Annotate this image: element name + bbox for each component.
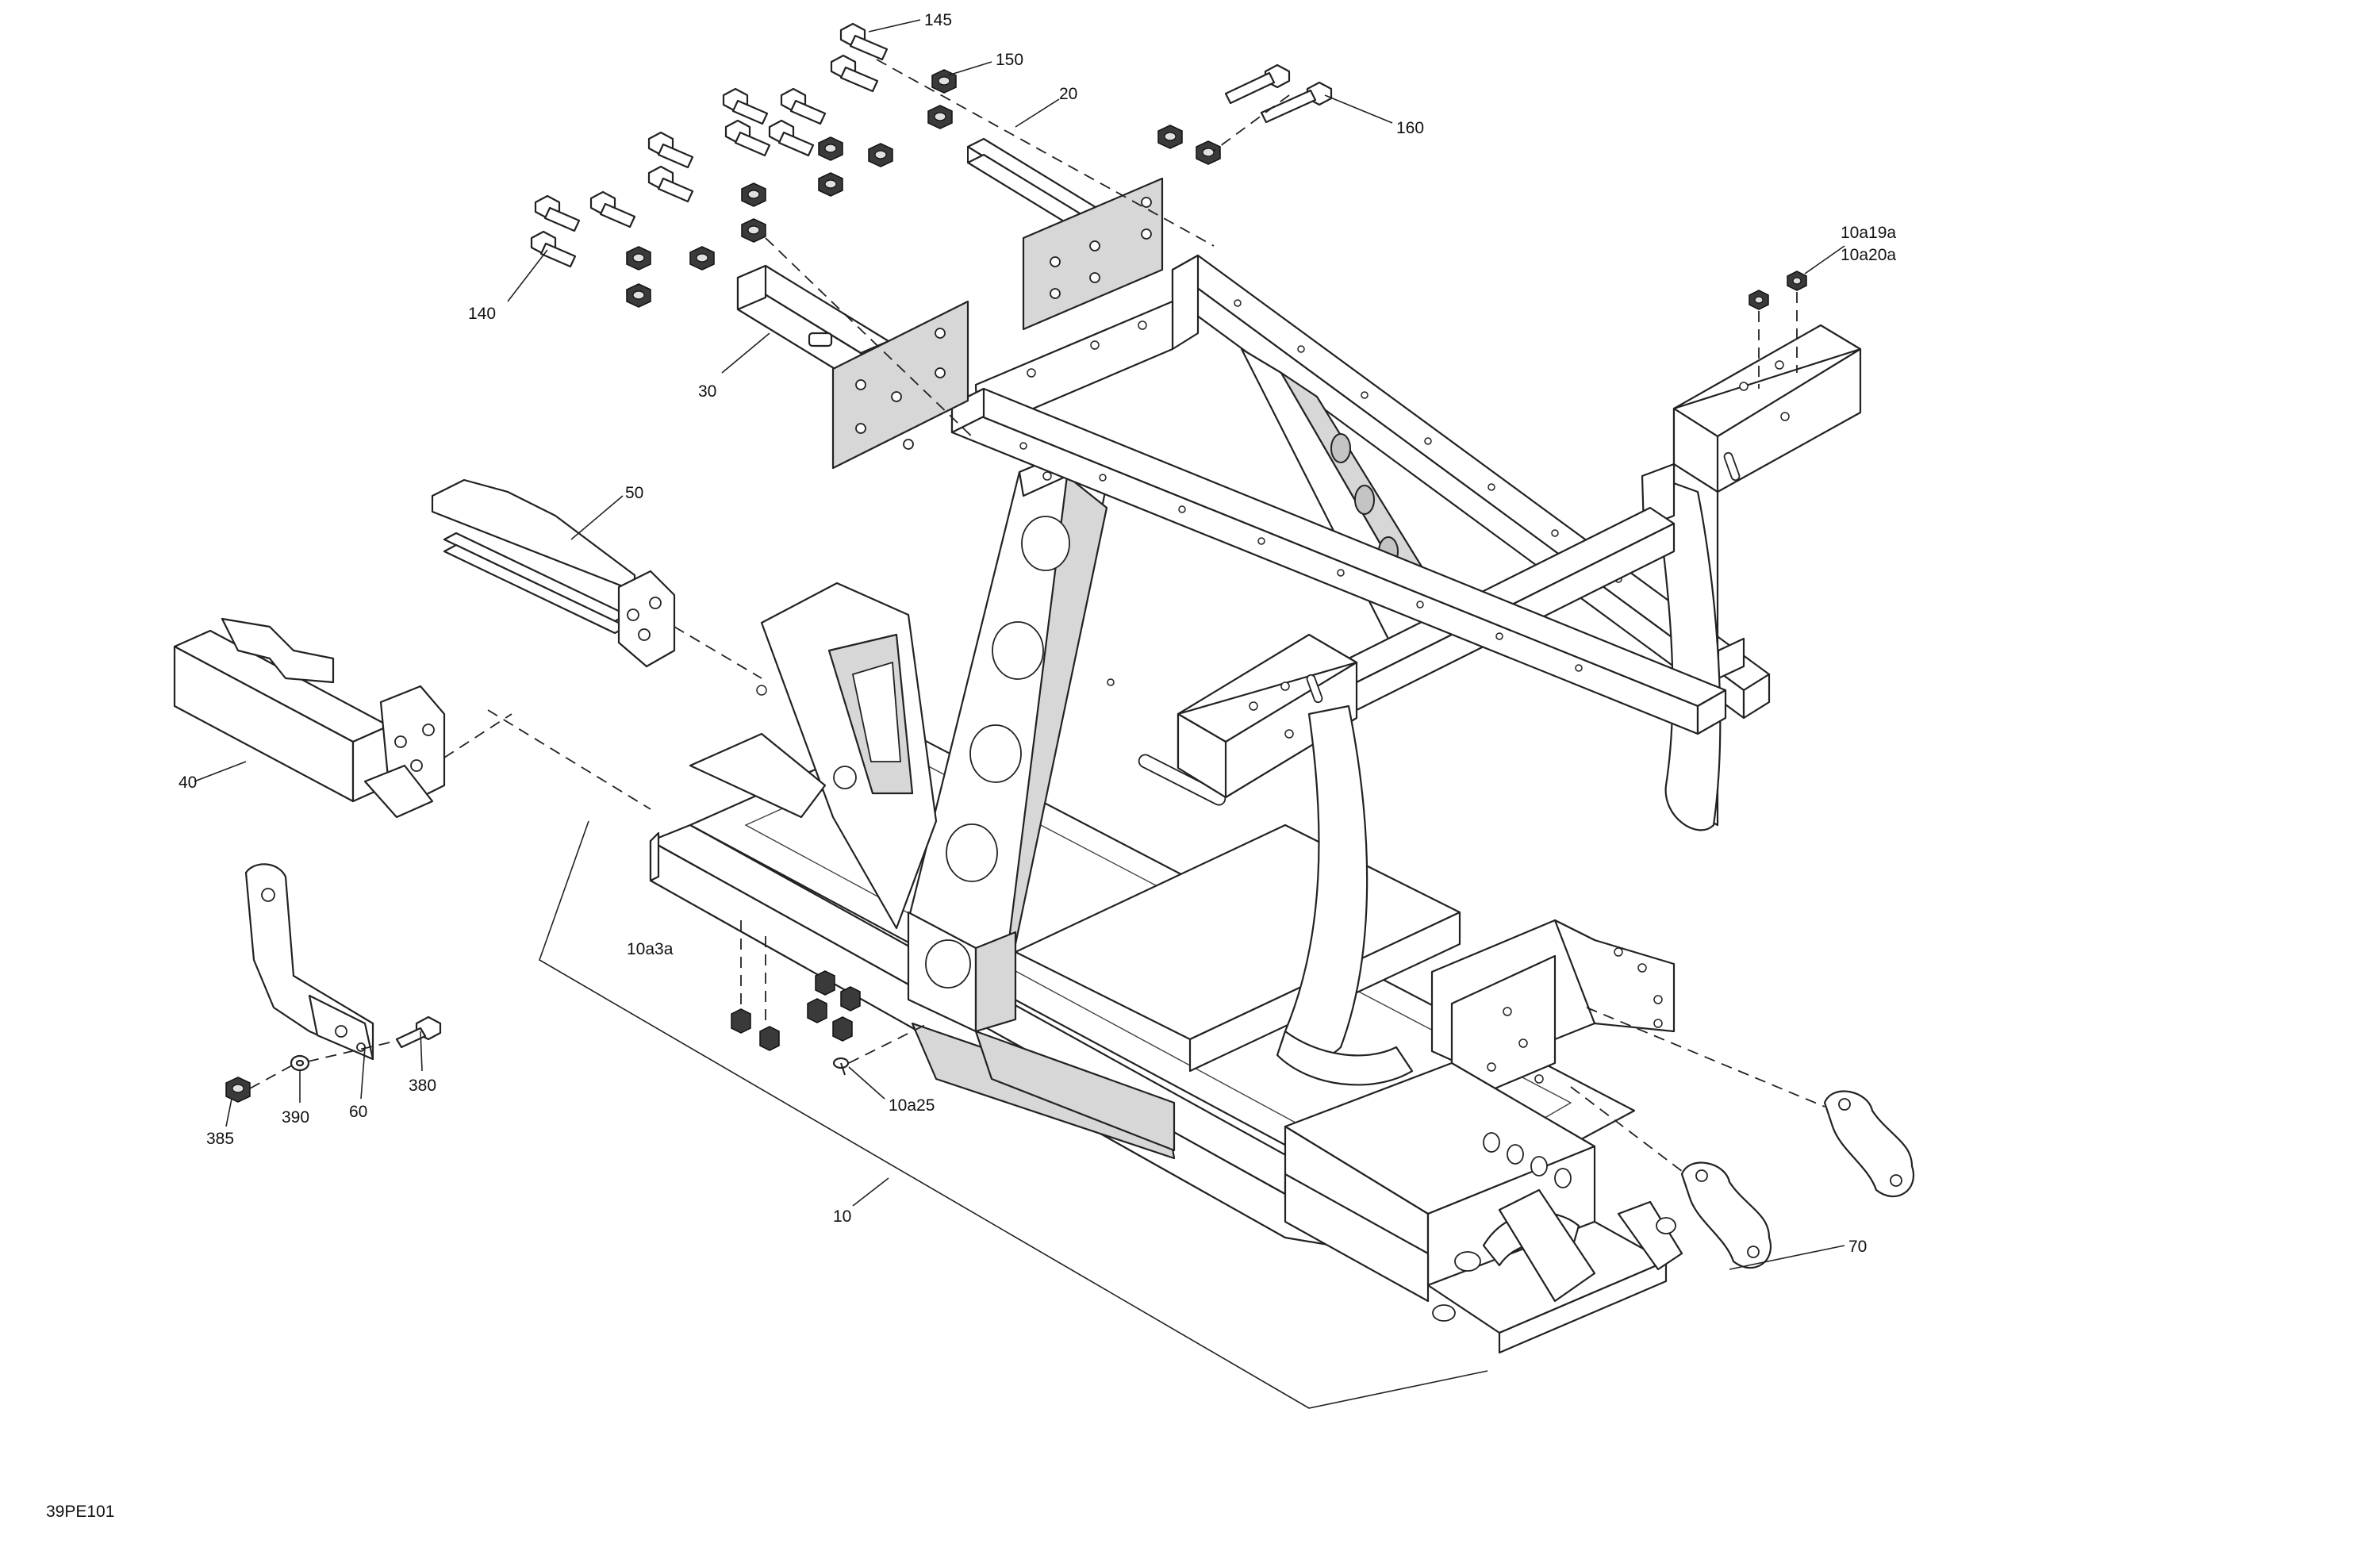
callout-150: 150 (996, 51, 1023, 69)
bolt-row-1 (722, 87, 827, 157)
assembly-lines (249, 59, 1825, 1175)
callout-70: 70 (1848, 1238, 1867, 1256)
screw-10a25 (832, 1057, 850, 1076)
callout-380: 380 (409, 1077, 436, 1095)
center-seat-bracket (1177, 633, 1414, 1086)
part-70-plates (1680, 1090, 1914, 1269)
part-30-bracket (736, 264, 969, 470)
main-vertical-post (907, 451, 1108, 1033)
callout-60: 60 (349, 1103, 367, 1121)
front-gusset (689, 582, 938, 930)
nut-150a (931, 69, 957, 94)
bolt-145b (830, 54, 879, 93)
nut-160 (1157, 125, 1221, 165)
main-frame-bracket (539, 820, 1488, 1409)
washer-390 (290, 1054, 310, 1072)
nut-row-a (741, 136, 893, 243)
part-50-bracket (431, 478, 676, 668)
callout-140: 140 (468, 305, 496, 323)
bolt-145a (839, 22, 889, 61)
front-upper-crossbar (950, 387, 1727, 735)
bolt-160 (1224, 63, 1333, 124)
nut-row-b (626, 246, 715, 308)
callout-30: 30 (698, 382, 716, 401)
diagram-id: 39PE101 (46, 1503, 114, 1521)
part-60-bracket (244, 863, 374, 1061)
callout-385: 385 (206, 1130, 234, 1148)
nuts (225, 69, 1807, 1103)
callout-390: 390 (282, 1108, 309, 1127)
right-rear-support (1641, 324, 1862, 831)
callout-20: 20 (1059, 85, 1077, 103)
callout-145: 145 (924, 11, 952, 29)
callout-10a25: 10a25 (889, 1096, 935, 1115)
nut-150b (927, 105, 953, 129)
right-side-bracket (1430, 919, 1676, 1108)
bolt-380 (395, 1015, 442, 1049)
rear-upper-frame (974, 254, 1771, 720)
callout-leaders (194, 19, 1845, 1270)
nut-10a19a (1749, 271, 1807, 310)
bolt-row-2 (647, 131, 694, 203)
callout-10: 10 (833, 1207, 851, 1226)
callout-50: 50 (625, 484, 643, 502)
callout-10a19a: 10a19a (1841, 224, 1896, 242)
callout-40: 40 (178, 774, 197, 792)
part-20-bracket (966, 137, 1164, 331)
bolt-row-140 (530, 190, 636, 268)
callout-160: 160 (1396, 119, 1424, 137)
callout-10a20a: 10a20a (1841, 246, 1896, 264)
nut-10a3a (731, 970, 861, 1051)
part-40-bracket (173, 617, 446, 819)
nut-385 (225, 1077, 251, 1103)
callout-10a3a: 10a3a (627, 940, 674, 958)
callout-labels: 145 150 20 160 10a19a 10a20a 140 30 50 4… (46, 11, 1896, 1521)
rear-mount-assembly (1284, 1061, 1683, 1354)
